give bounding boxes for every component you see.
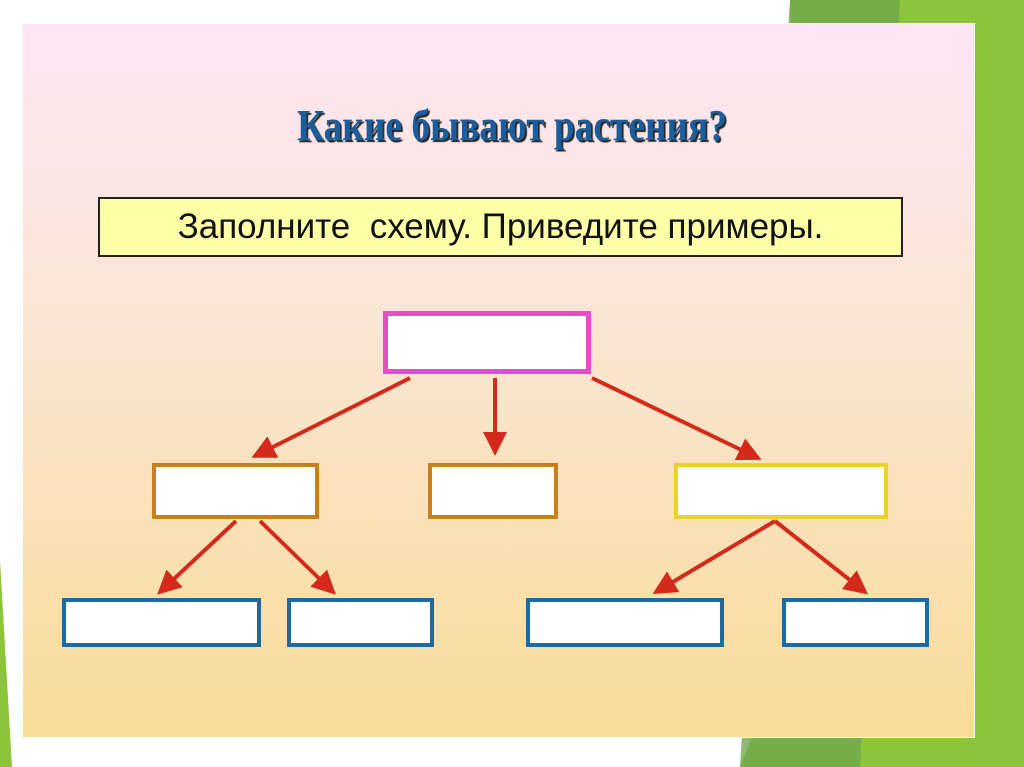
category-box-right[interactable] — [674, 463, 888, 519]
example-box-2[interactable] — [287, 598, 434, 647]
example-box-4[interactable] — [782, 598, 929, 647]
arrow — [251, 376, 411, 458]
arrow — [258, 519, 336, 595]
example-box-3[interactable] — [526, 598, 724, 647]
root-box[interactable] — [383, 311, 591, 374]
arrow — [591, 376, 762, 461]
example-box-1[interactable] — [62, 598, 261, 647]
category-box-left[interactable] — [152, 463, 319, 519]
arrow — [773, 519, 869, 595]
instruction-box: Заполните схему. Приведите примеры. — [98, 197, 903, 257]
arrow — [157, 519, 238, 595]
arrow — [652, 519, 777, 595]
slide-title: Какие бывают растения? — [296, 101, 728, 150]
category-box-middle[interactable] — [428, 463, 558, 519]
